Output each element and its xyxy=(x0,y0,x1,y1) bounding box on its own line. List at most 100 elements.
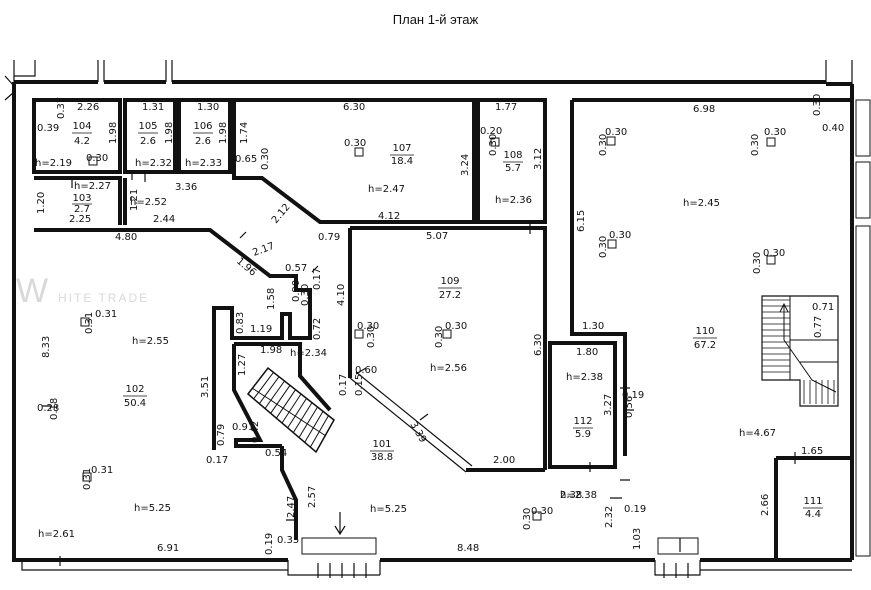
window-right-2 xyxy=(855,161,871,219)
dimension-label: 0.17 xyxy=(312,268,323,290)
height-label: h=2.55 xyxy=(132,336,169,347)
height-label: h=2.19 xyxy=(35,158,72,169)
dimension-label: 0.54 xyxy=(265,448,287,459)
outer-wall-left xyxy=(12,82,288,562)
room-104-number: 104 xyxy=(72,121,91,132)
outer-wall-bottom-detail xyxy=(287,560,852,576)
dimension-label: 0.65 xyxy=(235,154,257,165)
room-109-area: 27.2 xyxy=(439,290,461,301)
dimension-label: 0.90 xyxy=(291,280,302,302)
dimension-label: 0.56 xyxy=(624,396,635,418)
room-110-number: 110 xyxy=(695,326,714,337)
dimension-label: 0.20 xyxy=(480,126,502,137)
dimension-label: 0.40 xyxy=(822,123,844,134)
outer-wall-top-posts xyxy=(13,60,853,88)
wall-room-110 xyxy=(570,98,852,456)
room-111-area: 4.4 xyxy=(805,509,821,520)
wall-room-112 xyxy=(548,341,617,469)
dimension-label: 3.12 xyxy=(533,148,544,170)
wall-room-109 xyxy=(348,226,547,470)
stair-main xyxy=(246,366,335,454)
room-107-area: 18.4 xyxy=(391,156,413,167)
dimension-label: 2.12 xyxy=(270,202,293,226)
dimension-label: 0.30 xyxy=(344,138,366,149)
dimension-label: 0.57 xyxy=(285,263,307,274)
dimension-label: 0.79 xyxy=(318,232,340,243)
outer-wall-right xyxy=(826,82,854,560)
room-labels: 104 4.2 105 2.6 106 2.6 107 18.4 108 5.7… xyxy=(72,121,823,520)
dimension-label: 1.98 xyxy=(164,122,175,144)
dimension-label: 4.10 xyxy=(336,284,347,306)
watermark: W HITE TRADE xyxy=(16,272,149,310)
height-label: h=2.47 xyxy=(368,184,405,195)
dimension-label: 2.66 xyxy=(760,494,771,516)
dimension-label: 2.26 xyxy=(77,102,99,113)
dimension-label: 0.83 xyxy=(235,312,246,334)
dimension-label: 0.17 xyxy=(206,455,228,466)
room-106-number: 106 xyxy=(193,121,212,132)
height-label: h=5.25 xyxy=(134,503,171,514)
dimension-label: 0.19 xyxy=(622,390,644,401)
room-109-number: 109 xyxy=(440,276,459,287)
watermark-small: HITE TRADE xyxy=(58,291,149,305)
dimension-label: 0.35 xyxy=(277,535,299,546)
window-right-1 xyxy=(855,99,871,157)
dimension-label: 0.37 xyxy=(56,97,67,119)
height-label: h=2.38 xyxy=(560,490,597,501)
dimension-label: 0.30 xyxy=(764,127,786,138)
dimension-label: 6.30 xyxy=(343,102,365,113)
dimension-label: 0.30 xyxy=(366,326,377,348)
height-label: h=2.34 xyxy=(290,348,327,359)
height-label: h=4.67 xyxy=(739,428,776,439)
dimension-label: 2.57 xyxy=(307,486,318,508)
dimension-label: 4.80 xyxy=(115,232,137,243)
height-label: h=2.52 xyxy=(130,197,167,208)
dimension-label: 1.31 xyxy=(142,102,164,113)
room-106-area: 2.6 xyxy=(195,136,211,147)
dimension-label: 1.65 xyxy=(801,446,823,457)
height-label: h=2.45 xyxy=(683,198,720,209)
dimension-label: 6.98 xyxy=(693,104,715,115)
dimension-label: 0.42 xyxy=(250,421,261,443)
height-label: h=2.61 xyxy=(38,529,75,540)
dimension-label: 0.31 xyxy=(82,468,93,490)
wall-room-108 xyxy=(476,98,547,224)
dimension-label: 0.30 xyxy=(812,94,823,116)
dimension-label: 3.27 xyxy=(603,394,614,416)
dimension-label: 0.30 xyxy=(605,127,627,138)
wall-room-106 xyxy=(177,98,232,174)
dimension-label: 1.21 xyxy=(129,189,140,211)
dimension-label: 0.30 xyxy=(598,236,609,258)
wall-room-107 xyxy=(232,98,476,224)
dimension-label: 0.30 xyxy=(357,321,379,332)
room-102-area: 50.4 xyxy=(124,398,146,409)
dimension-label: 0.28 xyxy=(37,403,59,414)
dimension-label: 2.44 xyxy=(153,214,175,225)
entrance-block-right xyxy=(657,537,699,555)
dimension-label: 6.91 xyxy=(157,543,179,554)
dimension-label: 0.77 xyxy=(813,316,824,338)
dimension-label: 0.30 xyxy=(598,134,609,156)
room-102-number: 102 xyxy=(125,384,144,395)
dimension-label: 6.15 xyxy=(576,210,587,232)
room-105-area: 2.6 xyxy=(140,136,156,147)
room-105-number: 105 xyxy=(138,121,157,132)
room-112-number: 112 xyxy=(573,416,592,427)
dimension-label: 1.96 xyxy=(234,256,258,279)
dimension-label: 1.58 xyxy=(266,288,277,310)
dimension-label: 2.38 xyxy=(560,490,582,501)
dimension-label: 0.91 xyxy=(232,422,254,433)
dimension-label: 3.39 xyxy=(407,420,428,445)
dimension-label: 0.39 xyxy=(37,123,59,134)
dimension-label: 0.72 xyxy=(312,318,323,340)
column-squares xyxy=(80,136,776,521)
dimension-label: 0.31 xyxy=(84,312,95,334)
dimension-label: 1.19 xyxy=(250,324,272,335)
dimension-label: 0.30 xyxy=(445,321,467,332)
dimension-label: 3.36 xyxy=(175,182,197,193)
dimension-label: 0.30 xyxy=(522,508,533,530)
wall-stair-110 xyxy=(761,295,839,407)
wall-102-101 xyxy=(280,446,298,540)
dimension-label: 1.80 xyxy=(576,347,598,358)
dimension-label: 0.30 xyxy=(260,148,271,170)
